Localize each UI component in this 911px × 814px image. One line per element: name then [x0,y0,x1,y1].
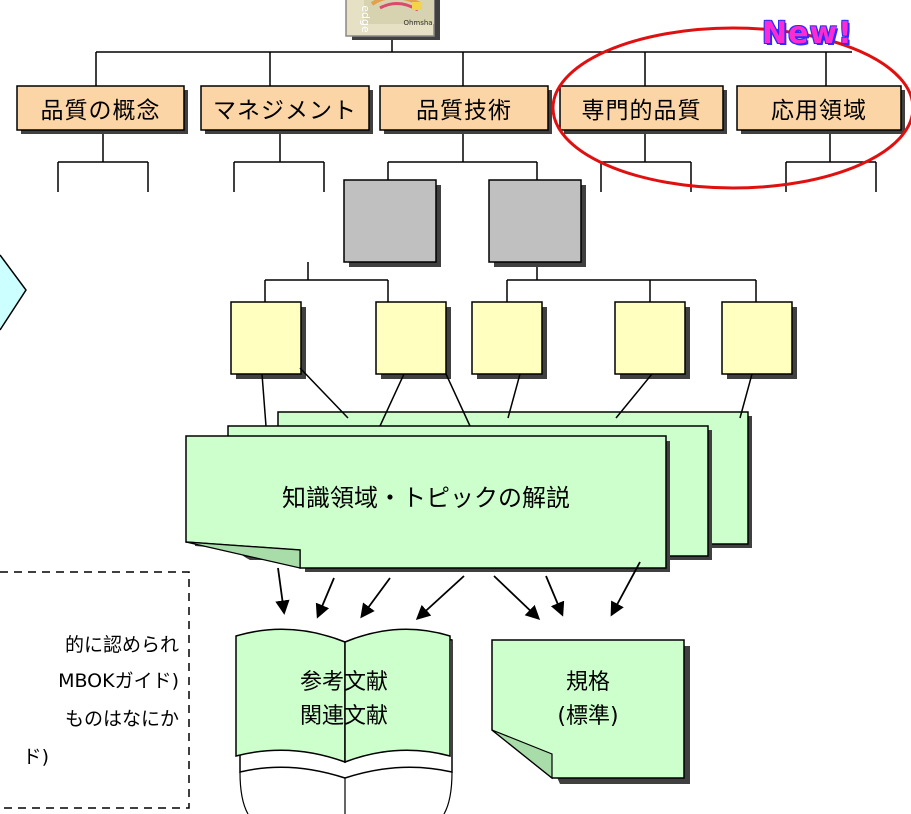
category-specialized-quality: 専門的品質 [581,98,702,124]
gray-boxes [343,179,586,267]
category-boxes [16,85,905,134]
references-line-2: 関連文献 [299,704,388,729]
reference-book [235,628,453,814]
note-line-1: 的に認められ [64,634,179,656]
standards-document [491,639,690,784]
note-line-4: ド) [22,746,49,768]
category-management: マネジメント [213,98,357,124]
explanation-pages [185,411,752,572]
yellow-to-pages-lines [261,367,753,427]
standards-line-1: 規格 [565,670,610,695]
category-quality-technology: 品質技術 [416,98,512,124]
category-quality-concept: 品質の概念 [40,98,161,124]
references-line-1: 参考文献 [299,670,388,695]
note-box [0,571,190,809]
category-application-domain: 応用領域 [771,98,867,124]
references-label: 参考文献 関連文献 [236,660,452,740]
arrows-to-references [275,561,641,620]
yellow-boxes [230,301,797,379]
standards-line-2: (標準) [557,704,619,729]
note-line-2: MBOKガイド) [58,670,179,692]
left-hexagon-shape [0,254,27,331]
book-cover-image [345,0,440,40]
explanation-label: 知識領域・トピックの解説 [282,483,570,512]
standards-label: 規格 (標準) [492,660,684,740]
publisher-logo: Ohmsha [403,19,433,27]
highlight-ellipse [551,26,911,190]
new-badge: New! [762,16,853,51]
note-line-3: ものはなにか [64,708,179,730]
book-spine-text: edge [359,5,373,33]
tree-connectors-top [57,40,877,302]
